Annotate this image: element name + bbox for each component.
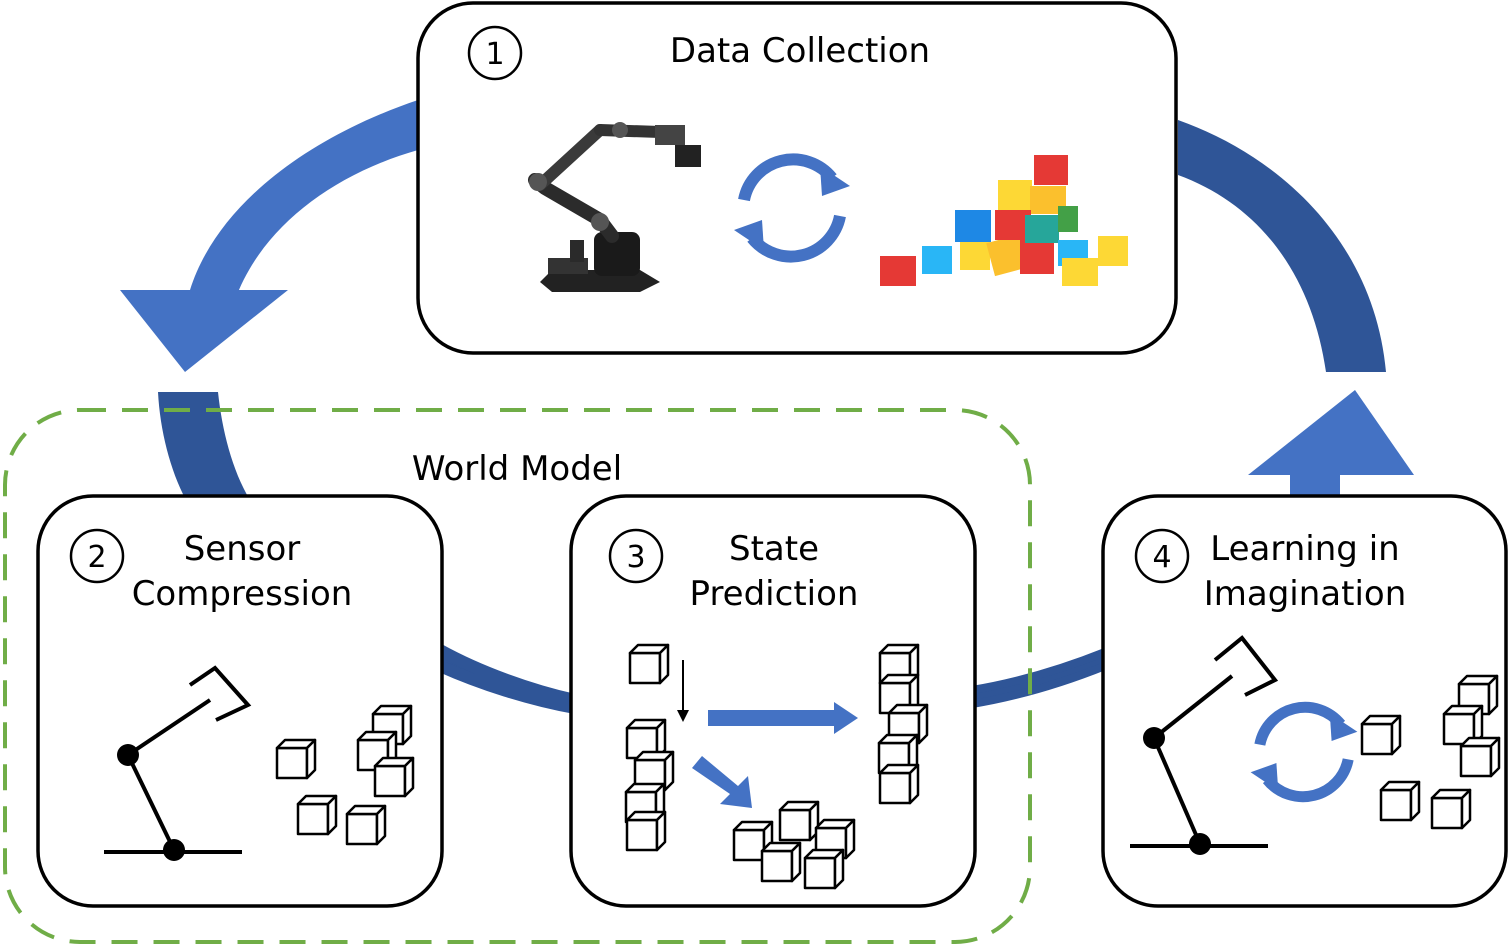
cube-icon	[760, 841, 802, 883]
cube-icon	[1430, 788, 1472, 830]
cube-icon	[296, 794, 338, 836]
step-2-number: 2	[87, 540, 106, 575]
step-4-badge	[1134, 528, 1190, 584]
cube-icon	[275, 738, 317, 780]
arrow-compression-to-prediction	[434, 639, 581, 716]
cube-icon	[373, 756, 415, 798]
cube-icon	[1379, 780, 1421, 822]
cube-icon	[1360, 714, 1402, 756]
cube-icon	[803, 848, 845, 890]
arrow-compression-stem	[158, 392, 250, 500]
world-model-label: World Model	[412, 449, 622, 489]
step-1-number: 1	[485, 37, 504, 72]
world-model-region: World Model	[3, 408, 1032, 944]
initial-stack	[624, 718, 675, 852]
data-collection-panel: 1 Data Collection	[416, 1, 1178, 355]
robot-arm-photo-icon	[528, 122, 701, 292]
prediction-arrow-icon	[692, 756, 752, 808]
step-2-title-line-2: Compression	[132, 574, 353, 614]
arrow-collection-to-compression	[120, 100, 418, 372]
step-2-title-line-1: Sensor	[184, 529, 301, 569]
cube-icon	[1459, 736, 1501, 778]
learning-in-imagination-panel: 4 Learning in Imagination	[1101, 494, 1508, 908]
arrow-prediction-to-imagination	[968, 646, 1109, 709]
step-1-title: Data Collection	[670, 31, 930, 71]
sensor-compression-panel: 2 Sensor Compression	[36, 494, 444, 908]
cube-icon	[625, 810, 667, 852]
arrow-imagination-to-collection	[1178, 120, 1414, 500]
step-3-number: 3	[626, 540, 645, 575]
robot-arm-sketch-icon	[104, 665, 252, 861]
cube-icon	[628, 643, 670, 685]
prediction-arrow-icon	[708, 702, 858, 734]
cube-icon	[878, 763, 920, 805]
step-3-badge	[608, 528, 664, 584]
step-2-badge	[69, 528, 125, 584]
step-4-title-line-2: Imagination	[1204, 574, 1407, 614]
step-4-number: 4	[1152, 540, 1171, 575]
step-3-title-line-1: State	[729, 529, 819, 569]
cube-icon	[345, 804, 387, 846]
step-3-title-line-2: Prediction	[690, 574, 859, 614]
cube-icon	[778, 800, 820, 842]
step-1-badge	[467, 25, 523, 81]
robot-arm-sketch-icon	[1130, 635, 1279, 855]
step-4-title-line-1: Learning in	[1210, 529, 1399, 569]
toy-blocks-photo-icon	[880, 155, 1128, 286]
state-prediction-panel: 3 State Prediction	[569, 494, 977, 908]
